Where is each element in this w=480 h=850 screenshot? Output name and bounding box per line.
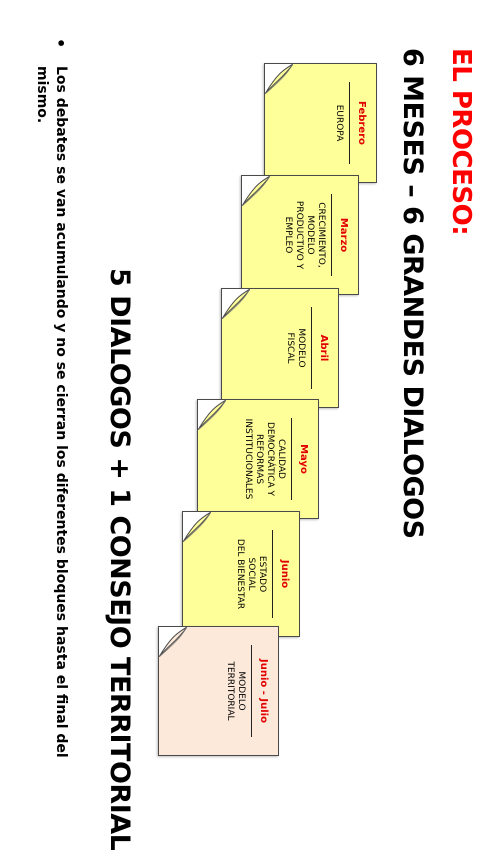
note-month: Mayo xyxy=(298,444,309,474)
sticky-note: Junio ESTADO SOCIAL DEL BIENESTAR xyxy=(182,511,300,637)
bullet-text: Los debates se van acumulando y no se ci… xyxy=(34,66,69,758)
note-divider xyxy=(349,82,350,164)
note-divider xyxy=(291,418,292,500)
page-curl-icon xyxy=(242,176,270,206)
note-divider xyxy=(311,307,312,389)
page-curl-icon xyxy=(198,400,226,430)
note-topic: ESTADO SOCIAL DEL BIENESTAR xyxy=(235,538,267,610)
note-divider xyxy=(251,645,252,737)
note-topic: MODELO FISCAL xyxy=(285,328,306,368)
page-curl-icon xyxy=(265,64,293,94)
bullet-item: • Los debates se van acumulando y no se … xyxy=(32,38,70,788)
subtitle: 6 MESES – 6 GRANDES DIALOGOS xyxy=(397,48,428,539)
note-month: Junio - Julio xyxy=(258,659,269,723)
note-topic: EUROPA xyxy=(334,104,344,142)
summary-heading: 5 DIALOGOS + 1 CONSEJO TERRITORIAL xyxy=(104,268,135,850)
note-divider xyxy=(331,194,332,276)
page-curl-icon xyxy=(222,289,250,319)
note-month: Febrero xyxy=(356,101,367,145)
note-month: Abril xyxy=(318,334,329,362)
sticky-note: Abril MODELO FISCAL xyxy=(221,288,339,408)
bullet-icon: • xyxy=(51,38,70,49)
page-title: EL PROCESO: xyxy=(446,48,476,236)
sticky-note: Junio - Julio MODELO TERRITORIAL xyxy=(158,626,279,756)
note-topic: MODELO TERRITORIAL xyxy=(225,661,246,721)
page-curl-icon xyxy=(159,627,187,657)
note-month: Junio xyxy=(279,559,290,589)
note-month: Marzo xyxy=(338,217,349,253)
sticky-note: Febrero EUROPA xyxy=(264,63,377,183)
page-curl-icon xyxy=(183,512,211,542)
note-topic: CALIDAD DEMOCRÁTICA Y REFORMAS INSTITUCI… xyxy=(243,418,286,500)
slide: EL PROCESO: 6 MESES – 6 GRANDES DIALOGOS… xyxy=(32,38,476,850)
sticky-note: Marzo CRECIMIENTO, MODELO PRODUCTIVO Y EM… xyxy=(241,175,359,295)
sticky-note: Mayo CALIDAD DEMOCRÁTICA Y REFORMAS INSTI… xyxy=(197,399,319,519)
note-divider xyxy=(272,530,273,618)
note-topic: CRECIMIENTO, MODELO PRODUCTIVO Y EMPLEO xyxy=(283,200,326,270)
